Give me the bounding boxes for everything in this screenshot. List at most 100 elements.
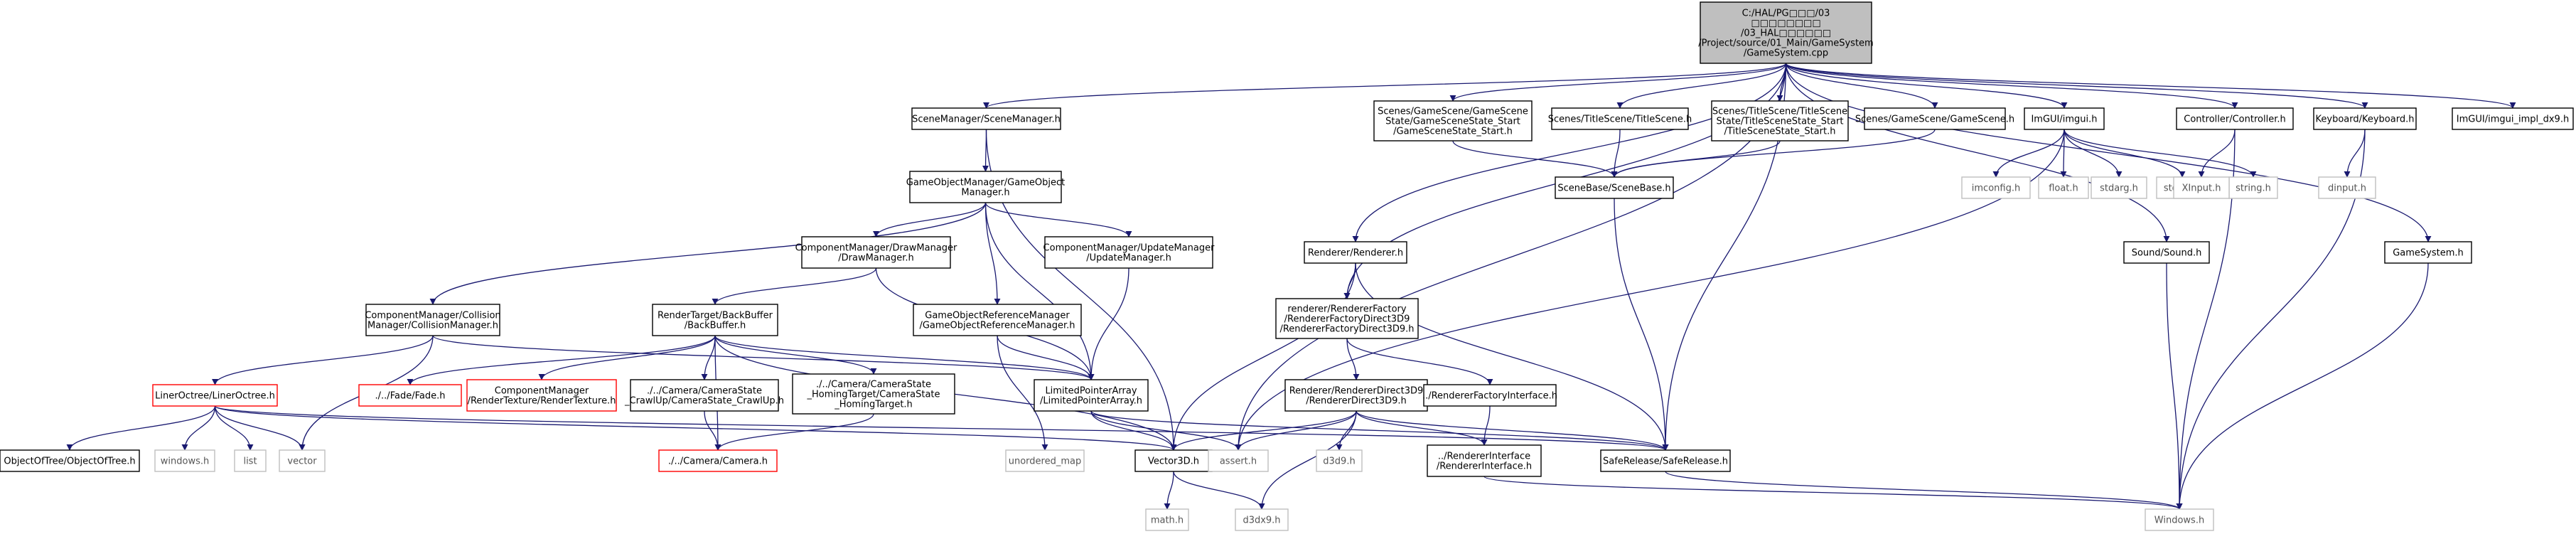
node-titlescene_start[interactable]: Scenes/TitleScene/TitleSceneState/TitleS… (1711, 100, 1849, 141)
node-box (2452, 107, 2574, 130)
node-fade[interactable]: ./../Fade/Fade.h (358, 384, 462, 407)
node-label-line: ComponentManager/DrawManager (795, 243, 957, 254)
node-label-line: State/GameSceneState_Start (1385, 117, 1520, 127)
node-homingtarget[interactable]: ./../Camera/CameraState_HomingTarget/Cam… (792, 373, 955, 415)
edge-rendfactoryif-to-rendif (1481, 405, 1491, 446)
node-goref[interactable]: GameObjectReferenceManager/GameObjectRef… (913, 304, 1082, 336)
edge-root-to-gamesystem (1785, 63, 2432, 242)
node-label-line: unordered_map (1009, 456, 1082, 467)
node-box (466, 379, 617, 412)
node-box (1275, 298, 1419, 339)
edge-linertree-to-objoftree (66, 405, 216, 451)
edge-rendfactory-to-rendfactoryif (1346, 338, 1493, 385)
edge-root-to-imgui_dx9 (1785, 63, 2516, 109)
node-collisionmgr[interactable]: ComponentManager/CollisionManager/Collis… (365, 304, 501, 336)
node-windows_uc: Windows.h (2145, 508, 2214, 531)
node-gamescene[interactable]: Scenes/GameScene/GameScene.h (1855, 107, 2014, 130)
edge-linertree-to-list (214, 405, 254, 451)
node-rendif[interactable]: ../RendererInterface/RendererInterface.h (1427, 444, 1542, 477)
edge-gomgr-to-collisionmgr (429, 202, 987, 305)
node-box (1700, 1, 1872, 64)
node-saferelease[interactable]: SafeRelease/SafeRelease.h (1600, 449, 1731, 472)
node-vector3d[interactable]: Vector3D.h (1134, 449, 1213, 472)
node-label-line: Scenes/TitleScene/TitleScene (1712, 107, 1847, 117)
node-box (911, 107, 1061, 130)
node-label-line: /RendererDirect3D9.h (1306, 396, 1407, 407)
edge-renderer-to-saferelease (1355, 262, 1669, 451)
node-label-line: State/TitleSceneState_Start (1717, 117, 1844, 127)
node-box (2313, 107, 2417, 130)
node-sound[interactable]: Sound/Sound.h (2123, 241, 2210, 264)
node-label-line: ObjectOfTree/ObjectOfTree.h (4, 456, 135, 467)
node-box (1711, 100, 1849, 141)
edge-imgui-to-stddef (2064, 129, 2186, 178)
node-list: list (234, 449, 267, 472)
node-label-line: /GameObjectReferenceManager.h (919, 321, 1075, 331)
node-gamesystem[interactable]: GameSystem.h (2384, 241, 2472, 264)
node-gomgr[interactable]: GameObjectManager/GameObjectManager.h (906, 171, 1065, 203)
node-box (909, 171, 1062, 203)
edge-imgui-to-imconfig (1992, 129, 2065, 178)
node-label-line: ComponentManager (495, 386, 589, 397)
node-label-line: _HomingTarget/CameraState (806, 390, 940, 400)
node-label-line: GameSystem.h (2393, 248, 2464, 259)
node-crawlup[interactable]: ./../Camera/CameraState_CrawlUp/CameraSt… (624, 379, 784, 412)
node-label-line: ImGUI/imgui.h (2031, 114, 2097, 125)
node-rendfactory[interactable]: renderer/RendererFactory/RendererFactory… (1275, 298, 1419, 339)
node-scenemgr[interactable]: SceneManager/SceneManager.h (911, 107, 1061, 130)
edge-gomgr-to-drawmgr (873, 202, 987, 237)
node-box (2318, 176, 2376, 199)
node-windows_lc: windows.h (154, 449, 215, 472)
node-drawmgr[interactable]: ComponentManager/DrawManager/DrawManager… (795, 236, 957, 269)
edge-limitedptr-to-vector3d (1090, 410, 1177, 451)
node-objoftree[interactable]: ObjectOfTree/ObjectOfTree.h (0, 449, 140, 472)
node-rendtexture[interactable]: ComponentManager/RenderTexture/RenderTex… (466, 379, 617, 412)
node-label-line: /RendererFactoryDirect3D9.h (1279, 324, 1414, 335)
node-label-line: ../RendererInterface (1438, 452, 1530, 462)
node-camera[interactable]: ./../Camera/Camera.h (658, 449, 778, 472)
node-updatemgr[interactable]: ComponentManager/UpdateManager/UpdateMan… (1043, 236, 1215, 269)
node-gamescene_start[interactable]: Scenes/GameScene/GameSceneState/GameScen… (1373, 100, 1533, 141)
node-label-line: Scenes/GameScene/GameScene (1378, 107, 1528, 117)
node-renderer[interactable]: Renderer/Renderer.h (1304, 241, 1407, 264)
node-rendfactoryif[interactable]: ../RendererFactoryInterface.h (1422, 384, 1557, 407)
node-box (658, 449, 778, 472)
node-label-line: windows.h (161, 456, 209, 467)
node-label-line: Sound/Sound.h (2132, 248, 2202, 259)
node-imgui_dx9[interactable]: ImGUI/imgui_impl_dx9.h (2452, 107, 2574, 130)
node-backbuffer[interactable]: RenderTarget/BackBuffer/BackBuffer.h (652, 304, 778, 336)
node-imgui[interactable]: ImGUI/imgui.h (2024, 107, 2105, 130)
edge-rendd3d9-to-d3d9 (1336, 410, 1357, 451)
node-linertree[interactable]: LinerOctree/LinerOctree.h (152, 384, 278, 407)
node-label-line: stdarg.h (2100, 183, 2138, 194)
edge-linertree-to-windows_lc (181, 405, 216, 451)
node-box (1304, 241, 1407, 264)
node-label-line: /03_HAL□□□□□□ (1741, 28, 1831, 39)
node-controller[interactable]: Controller/Controller.h (2176, 107, 2294, 130)
edge-limitedptr-to-saferelease (1090, 410, 1669, 451)
node-d3d9: d3d9.h (1316, 449, 1363, 472)
edge-rendd3d9-to-assert (1235, 410, 1357, 451)
node-titlescene[interactable]: Scenes/TitleScene/TitleScene.h (1548, 107, 1692, 130)
edge-gomgr-to-limitedptr (984, 202, 1095, 380)
node-label-line: renderer/RendererFactory (1287, 304, 1406, 315)
node-label-line: ./../Camera/CameraState (816, 380, 931, 390)
node-rendd3d9[interactable]: Renderer/RendererDirect3D9/RendererDirec… (1284, 379, 1428, 412)
edge-scenebase-to-saferelease (1614, 198, 1669, 451)
node-box (1235, 508, 1289, 531)
node-box (0, 449, 140, 472)
node-label-line: math.h (1151, 516, 1184, 526)
node-limitedptr[interactable]: LimitedPointerArray/LimitedPointerArray.… (1034, 379, 1149, 412)
node-box (1208, 449, 1269, 472)
node-label-line: /GameSceneState_Start.h (1393, 127, 1513, 137)
node-label-line: ComponentManager/Collision (365, 311, 500, 321)
node-keyboard[interactable]: Keyboard/Keyboard.h (2313, 107, 2417, 130)
node-box (2384, 241, 2472, 264)
node-root[interactable]: C:/HAL/PG□□□/03□□□□□□□□/03_HAL□□□□□□/Pro… (1698, 1, 1874, 64)
node-box (801, 236, 951, 269)
node-dinput: dinput.h (2318, 176, 2376, 199)
node-scenebase[interactable]: SceneBase/SceneBase.h (1555, 176, 1674, 199)
node-box (1551, 107, 1689, 130)
node-d3dx9: d3dx9.h (1235, 508, 1289, 531)
